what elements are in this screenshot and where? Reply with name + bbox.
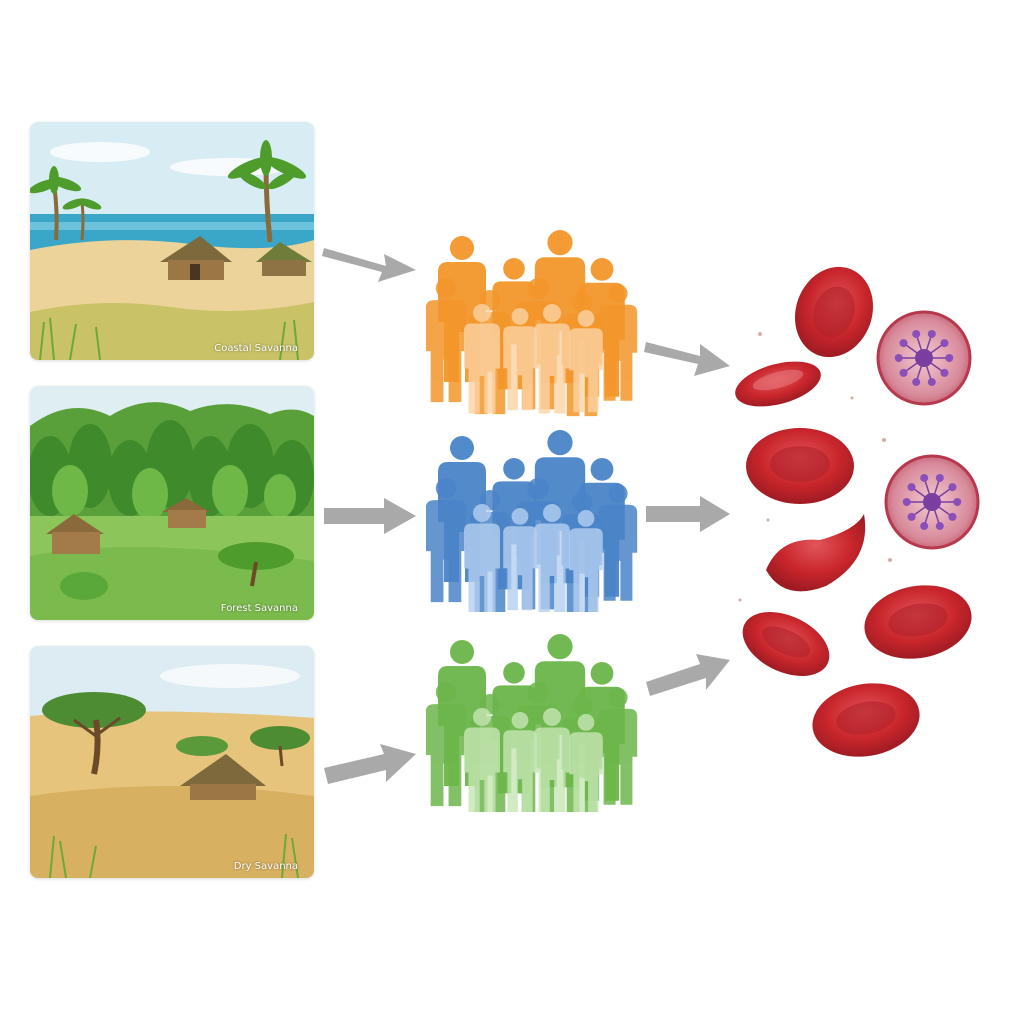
person-figure — [426, 682, 467, 807]
person-figure — [503, 712, 537, 812]
right-arrow-icon — [322, 248, 416, 282]
people-group-icon — [426, 634, 638, 812]
person-figure — [534, 708, 570, 812]
panel-caption: Coastal Savanna — [214, 343, 298, 354]
infected-cell-icon — [884, 454, 980, 550]
red-blood-cell-icon — [864, 585, 972, 659]
dry-environment-panel: Dry Savanna — [30, 646, 314, 878]
red-blood-cell-icon — [794, 266, 874, 358]
red-blood-cell-icon — [735, 361, 821, 407]
right-arrow-icon — [324, 498, 416, 534]
red-blood-cell-icon — [742, 612, 830, 676]
red-blood-cell-icon — [766, 514, 866, 592]
right-arrow-icon — [324, 744, 416, 784]
coastal-scene — [30, 122, 314, 360]
person-figure — [598, 688, 638, 805]
person-figure — [569, 310, 603, 413]
blood-cells-cluster — [735, 266, 980, 757]
person-figure — [464, 504, 500, 612]
person-figure — [598, 284, 638, 401]
panel-caption: Forest Savanna — [220, 603, 298, 614]
coastal-environment-panel: Coastal Savanna — [30, 122, 314, 360]
person-figure — [426, 478, 467, 603]
person-figure — [569, 714, 603, 812]
right-arrow-icon — [646, 654, 730, 696]
forest-scene — [30, 386, 314, 620]
people-group-icon — [426, 230, 638, 417]
people-group-icon — [426, 430, 638, 612]
person-figure — [534, 304, 570, 414]
person-figure — [569, 510, 603, 612]
right-arrow-icon — [646, 496, 730, 532]
person-figure — [503, 308, 537, 411]
person-figure — [503, 508, 537, 611]
red-blood-cell-icon — [812, 683, 920, 757]
person-figure — [464, 708, 500, 812]
person-figure — [534, 504, 570, 612]
red-blood-cell-icon — [746, 428, 854, 504]
forest-environment-panel: Forest Savanna — [30, 386, 314, 620]
person-figure — [426, 278, 467, 403]
panel-caption: Dry Savanna — [233, 861, 298, 872]
person-figure — [598, 484, 638, 601]
person-figure — [464, 304, 500, 414]
dry-scene — [30, 646, 314, 878]
infected-cell-icon — [876, 310, 972, 406]
right-arrow-icon — [644, 342, 730, 376]
